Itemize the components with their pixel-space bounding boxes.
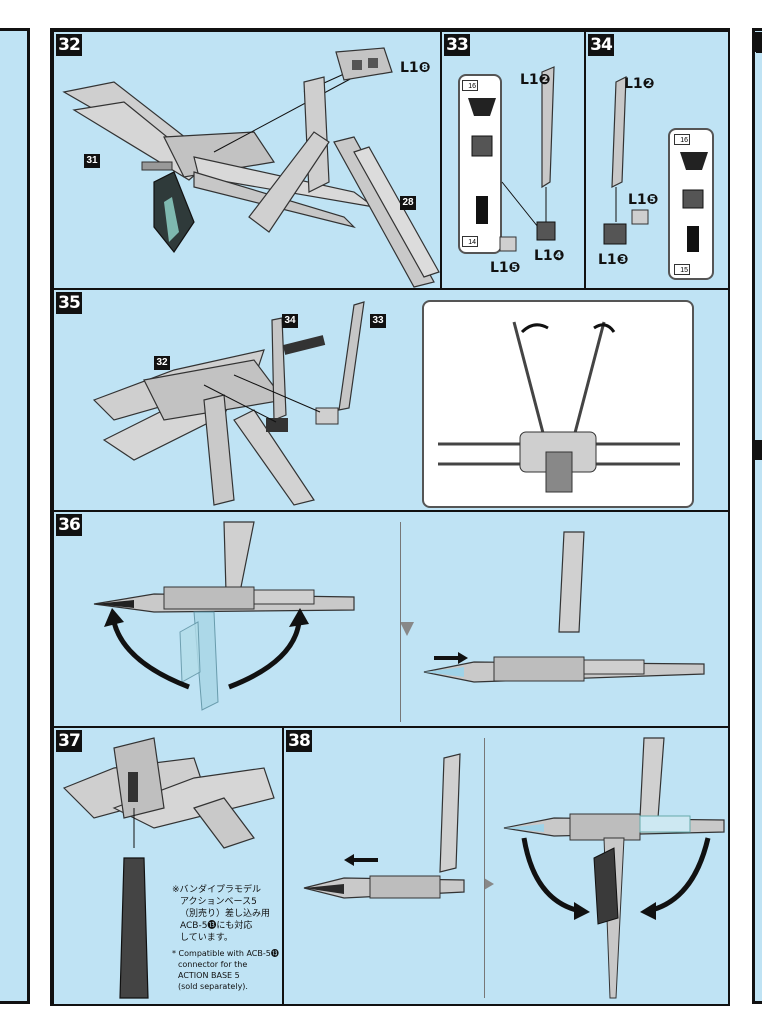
right-partial-frame [752, 28, 762, 1004]
part-inset-34: 16 15 [668, 128, 714, 280]
runner-tag: 16 [462, 80, 478, 91]
part-label-l12: L1❷ [520, 72, 551, 88]
inset-parts [468, 98, 496, 224]
runner-tag: 14 [462, 236, 478, 247]
step-number: 38 [286, 730, 312, 752]
step-divider [484, 738, 485, 998]
step-37-illustration [62, 737, 275, 999]
step-number: 34 [588, 34, 614, 56]
detail-illustration [438, 321, 680, 493]
inset-parts [680, 152, 708, 252]
step-35-illustration [92, 301, 365, 506]
step-35-panel: 35 32 34 33 [52, 288, 730, 512]
step-number-partial-right-lower [754, 440, 762, 460]
part-label-l15: L1❺ [490, 260, 521, 276]
part-ref-28: 28 [400, 196, 416, 210]
part-inset-33: 16 14 [458, 74, 502, 254]
part-ref-32: 32 [154, 356, 170, 370]
step-33-illustration [499, 66, 556, 252]
part-ref-33: 33 [370, 314, 386, 328]
step-divider [400, 522, 401, 722]
part-ref-34: 34 [282, 314, 298, 328]
part-label-l13: L1❸ [598, 252, 629, 268]
runner-tag: 16 [674, 134, 690, 145]
step-number: 37 [56, 730, 82, 752]
step-38-panel: 38 [282, 726, 730, 1006]
part-label-l18: L1❽ [400, 60, 431, 76]
left-partial-frame [0, 28, 30, 1004]
step-37-panel: 37 ※バンダイプラモデル アクションベース5 （別売り）差し込み用 ACB-5… [52, 726, 284, 1006]
part-label-l14: L1❹ [534, 248, 565, 264]
step-38-illustration [303, 737, 725, 999]
compatibility-note-en: * Compatible with ACB-5⓭ connector for t… [172, 949, 279, 991]
step-number: 32 [56, 34, 82, 56]
step-number: 35 [56, 292, 82, 314]
step-36-panel: 36 [52, 510, 730, 728]
step-number-partial-right [754, 32, 762, 52]
step-number: 33 [444, 34, 470, 56]
step-34-panel: 34 16 15 L1❷ L1❺ L1❸ [584, 30, 730, 290]
part-label-l15: L1❺ [628, 192, 659, 208]
step-34-illustration [603, 76, 649, 245]
step-33-panel: 33 16 14 L1❷ L1❹ L1❺ [440, 30, 586, 290]
step-32-illustration [62, 47, 440, 288]
step-number: 36 [56, 514, 82, 536]
step-36-illustration [93, 521, 705, 711]
step-32-panel: 32 31 28 L1❽ [52, 30, 442, 290]
detail-inset-35 [422, 300, 694, 508]
compatibility-note-jp: ※バンダイプラモデル アクションベース5 （別売り）差し込み用 ACB-5⓭にも… [172, 885, 271, 943]
runner-tag: 15 [674, 264, 690, 275]
part-label-l12: L1❷ [624, 76, 655, 92]
part-ref-31: 31 [84, 154, 100, 168]
